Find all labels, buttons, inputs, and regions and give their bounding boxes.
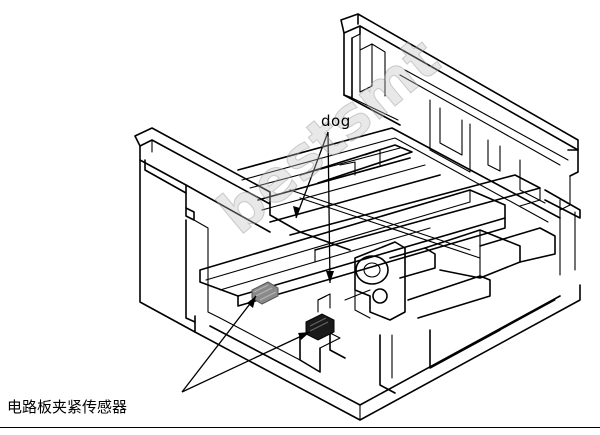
dog-leaders bbox=[293, 131, 334, 284]
front-left-upright bbox=[134, 127, 301, 333]
pcb-clamp-sensor-left bbox=[251, 281, 279, 305]
pcb-clamp-sensor-right bbox=[305, 293, 335, 341]
inner-right-plate bbox=[429, 99, 581, 276]
base-plate bbox=[194, 284, 581, 421]
dog-label: dog bbox=[321, 112, 351, 130]
sensor-leaders bbox=[181, 295, 311, 393]
conveyor-rail bbox=[199, 174, 541, 307]
pcb-clamp-sensor-label: 电路板夹紧传感器 bbox=[7, 398, 128, 416]
rear-upright-frame bbox=[340, 13, 579, 211]
upper-rails bbox=[237, 127, 561, 259]
bottom-rule bbox=[0, 427, 600, 428]
clamp-linkage bbox=[344, 227, 556, 321]
